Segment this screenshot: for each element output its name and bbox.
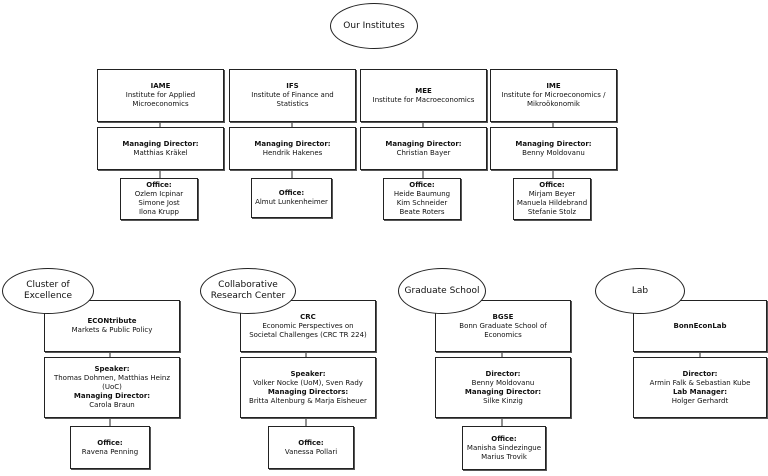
office-member: Almut Lunkenheimer	[255, 198, 328, 206]
director-title: Managing Director:	[385, 139, 462, 148]
director-box-iame: Managing Director: Matthias Kräkel	[97, 127, 224, 170]
people-names: Volker Nocke (UoM), Sven Rady	[253, 378, 363, 387]
people-box-bonneconlab: Director: Armin Falk & Sebastian Kube La…	[633, 357, 767, 418]
group-abbr: BonnEconLab	[673, 321, 727, 330]
office-member: Ilona Krupp	[138, 208, 180, 216]
office-title: Office:	[298, 438, 324, 447]
office-member: Ozlem Icpinar	[134, 190, 184, 198]
institute-box-ime: IME Institute for Microeconomics / Mikro…	[490, 69, 617, 122]
institute-box-ifs: IFS Institute of Finance and Statistics	[229, 69, 356, 122]
people-title: Director:	[682, 369, 718, 378]
group-label: Cluster of Excellence	[23, 280, 73, 301]
director-box-ifs: Managing Director: Hendrik Hakenes	[229, 127, 356, 170]
people-names: Armin Falk & Sebastian Kube	[649, 378, 751, 387]
people-title: Managing Directors:	[267, 387, 349, 396]
office-member: Heide Baumung	[393, 190, 451, 198]
root-node: Our Institutes	[330, 3, 418, 49]
people-title: Managing Director:	[464, 387, 542, 396]
group-label: Collaborative Research Center	[210, 280, 286, 301]
institute-box-mee: MEE Institute for Macroeconomics	[360, 69, 487, 122]
office-member: Vanessa Pollari	[284, 447, 338, 456]
group-name: Economic Perspectives on Societal Challe…	[249, 321, 367, 339]
office-title: Office:	[278, 189, 305, 197]
director-name: Hendrik Hakenes	[262, 148, 323, 157]
group-name: Markets & Public Policy	[71, 326, 153, 334]
office-box-iame: Office: Ozlem Icpinar Simone Jost Ilona …	[120, 178, 198, 220]
office-member: Kim Schneider	[396, 199, 448, 207]
group-label-crc: Collaborative Research Center	[200, 268, 296, 314]
group-label: Lab	[631, 285, 649, 296]
office-title: Office:	[409, 181, 435, 189]
people-title: Lab Manager:	[672, 387, 728, 396]
office-title: Office:	[491, 434, 517, 443]
group-label: Graduate School	[404, 285, 480, 296]
people-names: Holger Gerhardt	[671, 396, 729, 405]
group-label-graduate-school: Graduate School	[398, 268, 486, 314]
office-member: Simone Jost	[138, 199, 180, 207]
group-box-bgse: BGSE Bonn Graduate School of Economics	[435, 300, 571, 352]
office-member: Manisha Sindezingue	[466, 443, 542, 452]
group-name: Bonn Graduate School of Economics	[459, 321, 547, 339]
people-title: Speaker:	[290, 369, 326, 378]
people-names: Benny Moldovanu	[471, 378, 535, 387]
director-title: Managing Director:	[515, 139, 592, 148]
institute-abbr: MEE	[415, 86, 432, 95]
institute-abbr: IME	[546, 82, 561, 90]
group-label-cluster: Cluster of Excellence	[2, 268, 94, 314]
director-title: Managing Director:	[122, 139, 199, 148]
director-name: Matthias Kräkel	[133, 148, 188, 157]
institute-name: Institute for Applied Microeconomics	[125, 91, 196, 108]
office-box-mee: Office: Heide Baumung Kim Schneider Beat…	[383, 178, 461, 220]
people-names: Britta Altenburg & Marja Eisheuer	[249, 396, 367, 405]
institute-name: Institute for Macroeconomics	[372, 95, 475, 104]
office-box-ime: Office: Mirjam Beyer Manuela Hildebrand …	[513, 178, 591, 220]
office-member: Stefanie Stolz	[527, 208, 577, 216]
office-box-ifs: Office: Almut Lunkenheimer	[251, 178, 332, 218]
office-member: Beate Roters	[399, 208, 445, 216]
people-title: Director:	[485, 369, 521, 378]
office-member: Marius Trovik	[481, 452, 527, 461]
office-member: Mirjam Beyer	[528, 190, 576, 198]
people-title: Speaker:	[94, 365, 130, 373]
institute-box-iame: IAME Institute for Applied Microeconomic…	[97, 69, 224, 122]
people-title: Managing Director:	[73, 392, 151, 400]
director-box-ime: Managing Director: Benny Moldovanu	[490, 127, 617, 170]
people-names: Silke Kinzig	[483, 396, 523, 405]
office-title: Office:	[146, 181, 172, 189]
group-label-lab: Lab	[595, 268, 685, 314]
director-box-mee: Managing Director: Christian Bayer	[360, 127, 487, 170]
group-abbr: CRC	[300, 312, 316, 321]
institute-abbr: IFS	[286, 82, 299, 90]
office-member: Manuela Hildebrand	[516, 199, 588, 207]
people-box-bgse: Director: Benny Moldovanu Managing Direc…	[435, 357, 571, 418]
office-box-crc: Office: Vanessa Pollari	[268, 426, 354, 469]
institute-name: Institute of Finance and Statistics	[251, 91, 334, 108]
group-abbr: BGSE	[492, 312, 514, 321]
group-abbr: ECONtribute	[87, 317, 137, 325]
institute-abbr: IAME	[150, 82, 171, 90]
director-title: Managing Director:	[254, 139, 331, 148]
office-box-bgse: Office: Manisha Sindezingue Marius Trovi…	[462, 426, 546, 470]
director-name: Benny Moldovanu	[522, 148, 585, 157]
people-box-econtribute: Speaker: Thomas Dohmen, Matthias Heinz (…	[44, 357, 180, 418]
institute-name: Institute for Microeconomics / Mikroökon…	[501, 91, 606, 108]
office-title: Office:	[97, 438, 123, 447]
director-name: Christian Bayer	[396, 148, 451, 157]
people-box-crc: Speaker: Volker Nocke (UoM), Sven Rady M…	[240, 357, 376, 418]
office-member: Ravena Penning	[81, 447, 139, 456]
office-box-econtribute: Office: Ravena Penning	[70, 426, 150, 469]
root-label: Our Institutes	[343, 20, 405, 31]
office-title: Office:	[539, 181, 565, 189]
people-names: Carola Braun	[89, 401, 135, 409]
people-names: Thomas Dohmen, Matthias Heinz (UoC)	[53, 374, 171, 391]
